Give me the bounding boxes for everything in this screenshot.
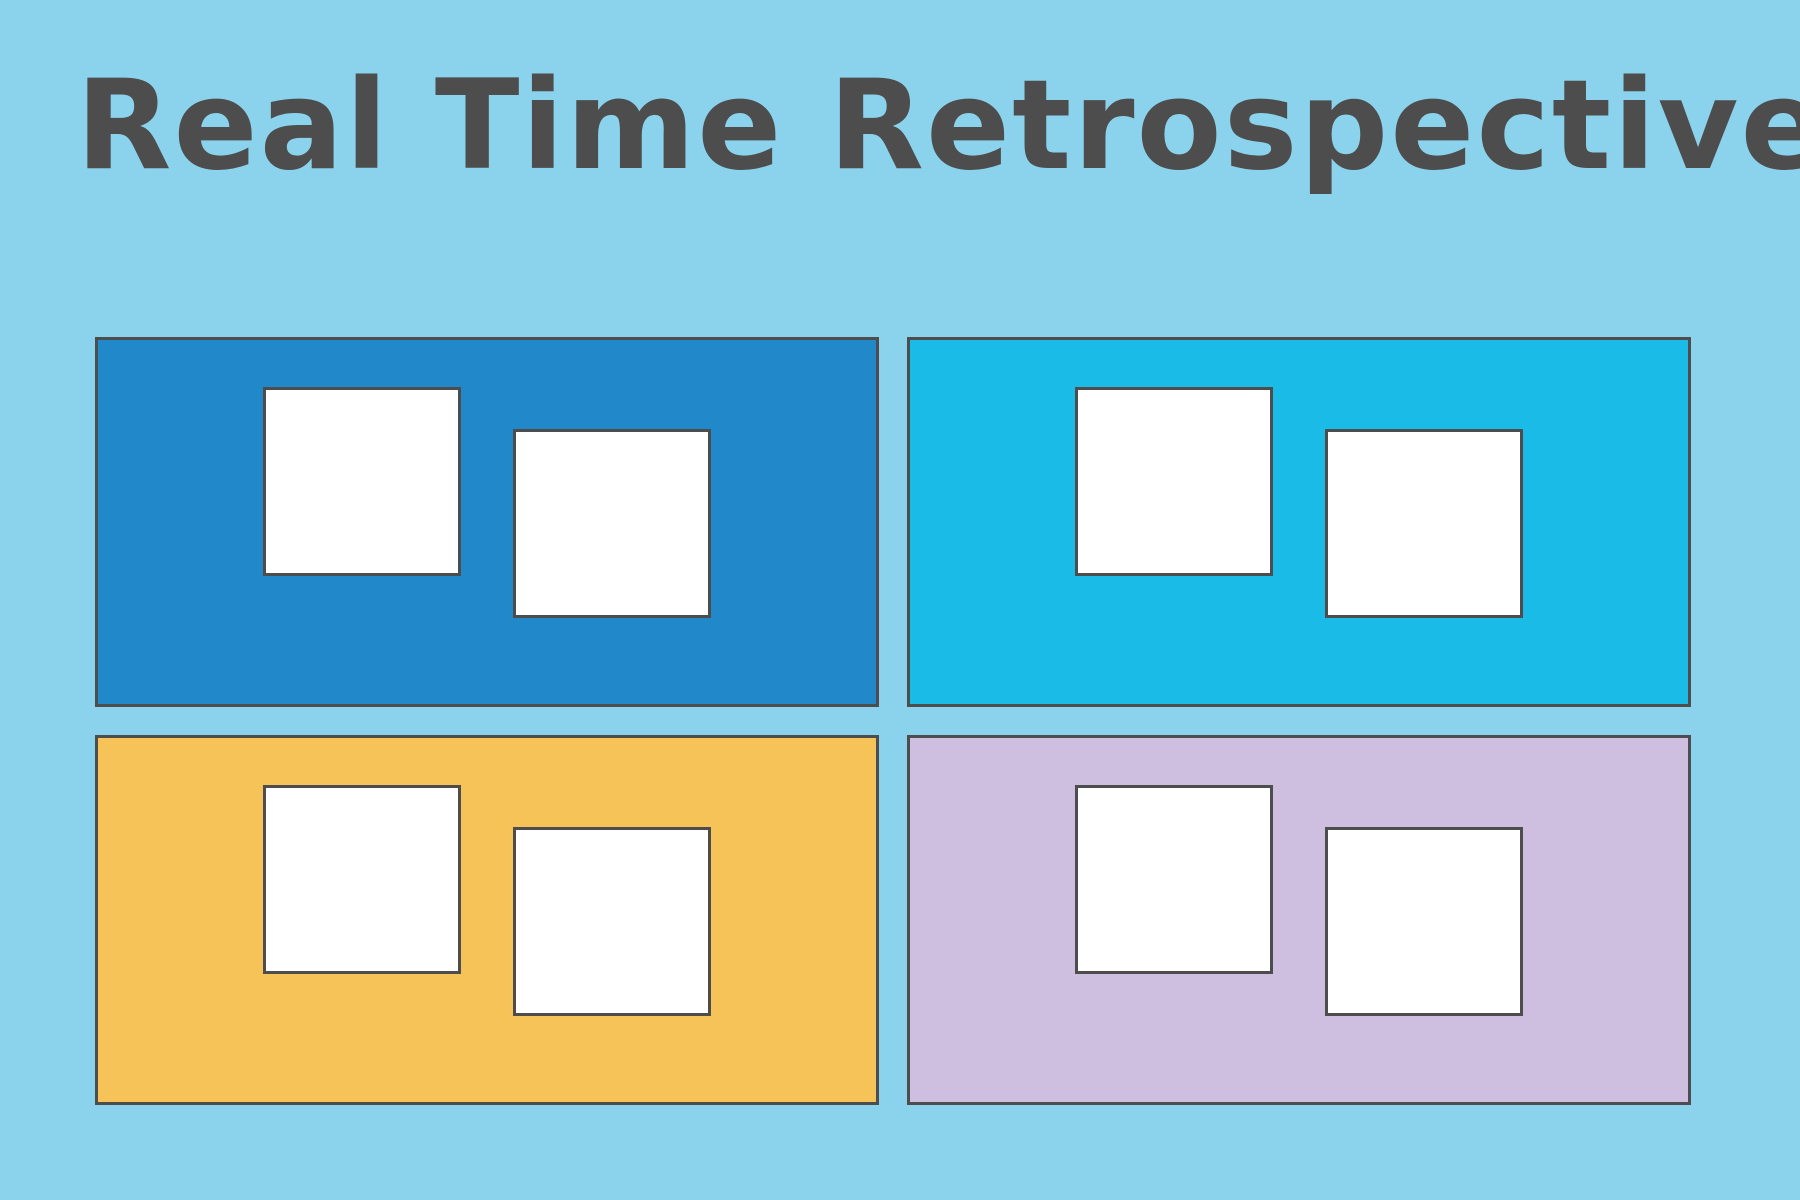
quadrant-bottom-right[interactable] [907, 735, 1691, 1105]
sticky-note[interactable] [513, 827, 711, 1016]
sticky-note[interactable] [1325, 429, 1523, 618]
quadrant-top-left[interactable] [95, 337, 879, 707]
quadrant-bottom-left[interactable] [95, 735, 879, 1105]
sticky-note[interactable] [263, 785, 461, 974]
sticky-note[interactable] [513, 429, 711, 618]
sticky-note[interactable] [263, 387, 461, 576]
page-title: Real Time Retrospective [76, 54, 1800, 198]
sticky-note[interactable] [1075, 387, 1273, 576]
quadrant-top-right[interactable] [907, 337, 1691, 707]
sticky-note[interactable] [1325, 827, 1523, 1016]
sticky-note[interactable] [1075, 785, 1273, 974]
